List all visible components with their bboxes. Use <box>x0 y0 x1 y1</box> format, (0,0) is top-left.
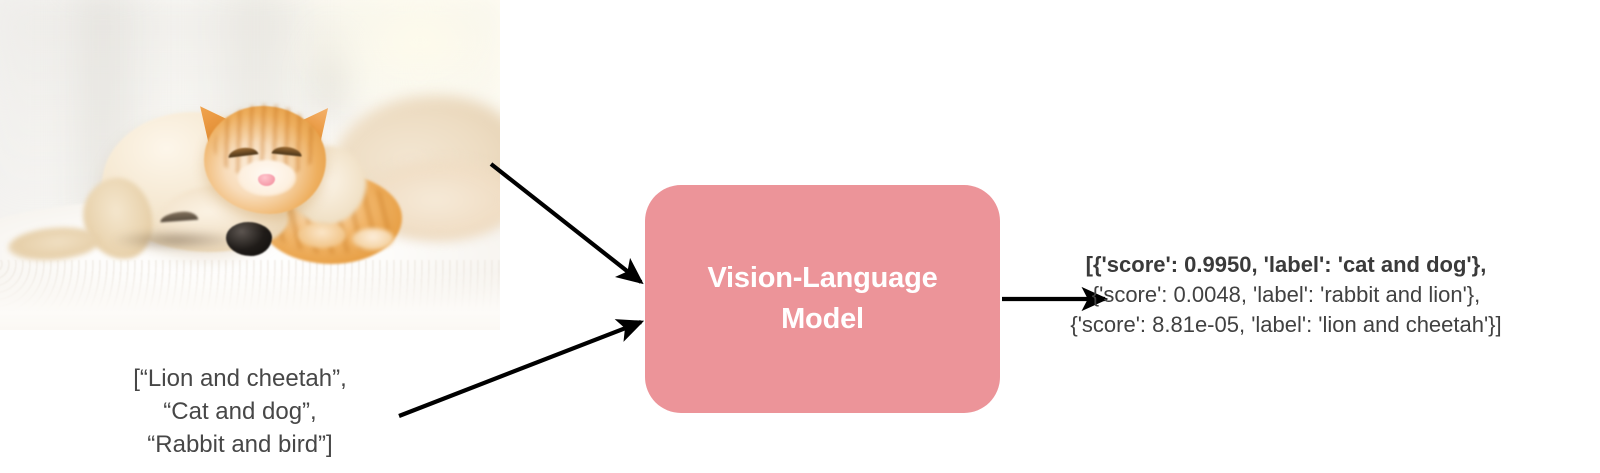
kitten-paw <box>352 228 394 250</box>
prompt-line: “Rabbit and bird”] <box>147 431 333 458</box>
photo-bottom-fade <box>0 272 500 330</box>
prompt-line: “Cat and dog”, <box>163 398 317 425</box>
output-line: {'score': 8.81e-05, 'label': 'lion and c… <box>1070 312 1502 337</box>
arrow-prompt-to-model <box>398 319 645 418</box>
arrow-image-to-model <box>489 162 644 285</box>
kitten-paw <box>298 222 346 248</box>
input-image <box>0 0 500 330</box>
puppy-muzzle-shadow <box>112 230 240 250</box>
output-line: {'score': 0.0048, 'label': 'rabbit and l… <box>1091 282 1481 307</box>
model-box-label: Vision-Language Model <box>707 261 938 335</box>
prompt-label-list: [“Lion and cheetah”, “Cat and dog”, “Rab… <box>60 362 420 461</box>
prompt-line: [“Lion and cheetah”, <box>133 365 347 392</box>
model-box[interactable]: Vision-Language Model <box>645 185 1000 413</box>
output-line-top-prediction: [{'score': 0.9950, 'label': 'cat and dog… <box>1085 252 1487 277</box>
model-output: [{'score': 0.9950, 'label': 'cat and dog… <box>1045 250 1527 340</box>
kitten-nose <box>258 174 275 186</box>
puppy-nose <box>226 222 272 256</box>
